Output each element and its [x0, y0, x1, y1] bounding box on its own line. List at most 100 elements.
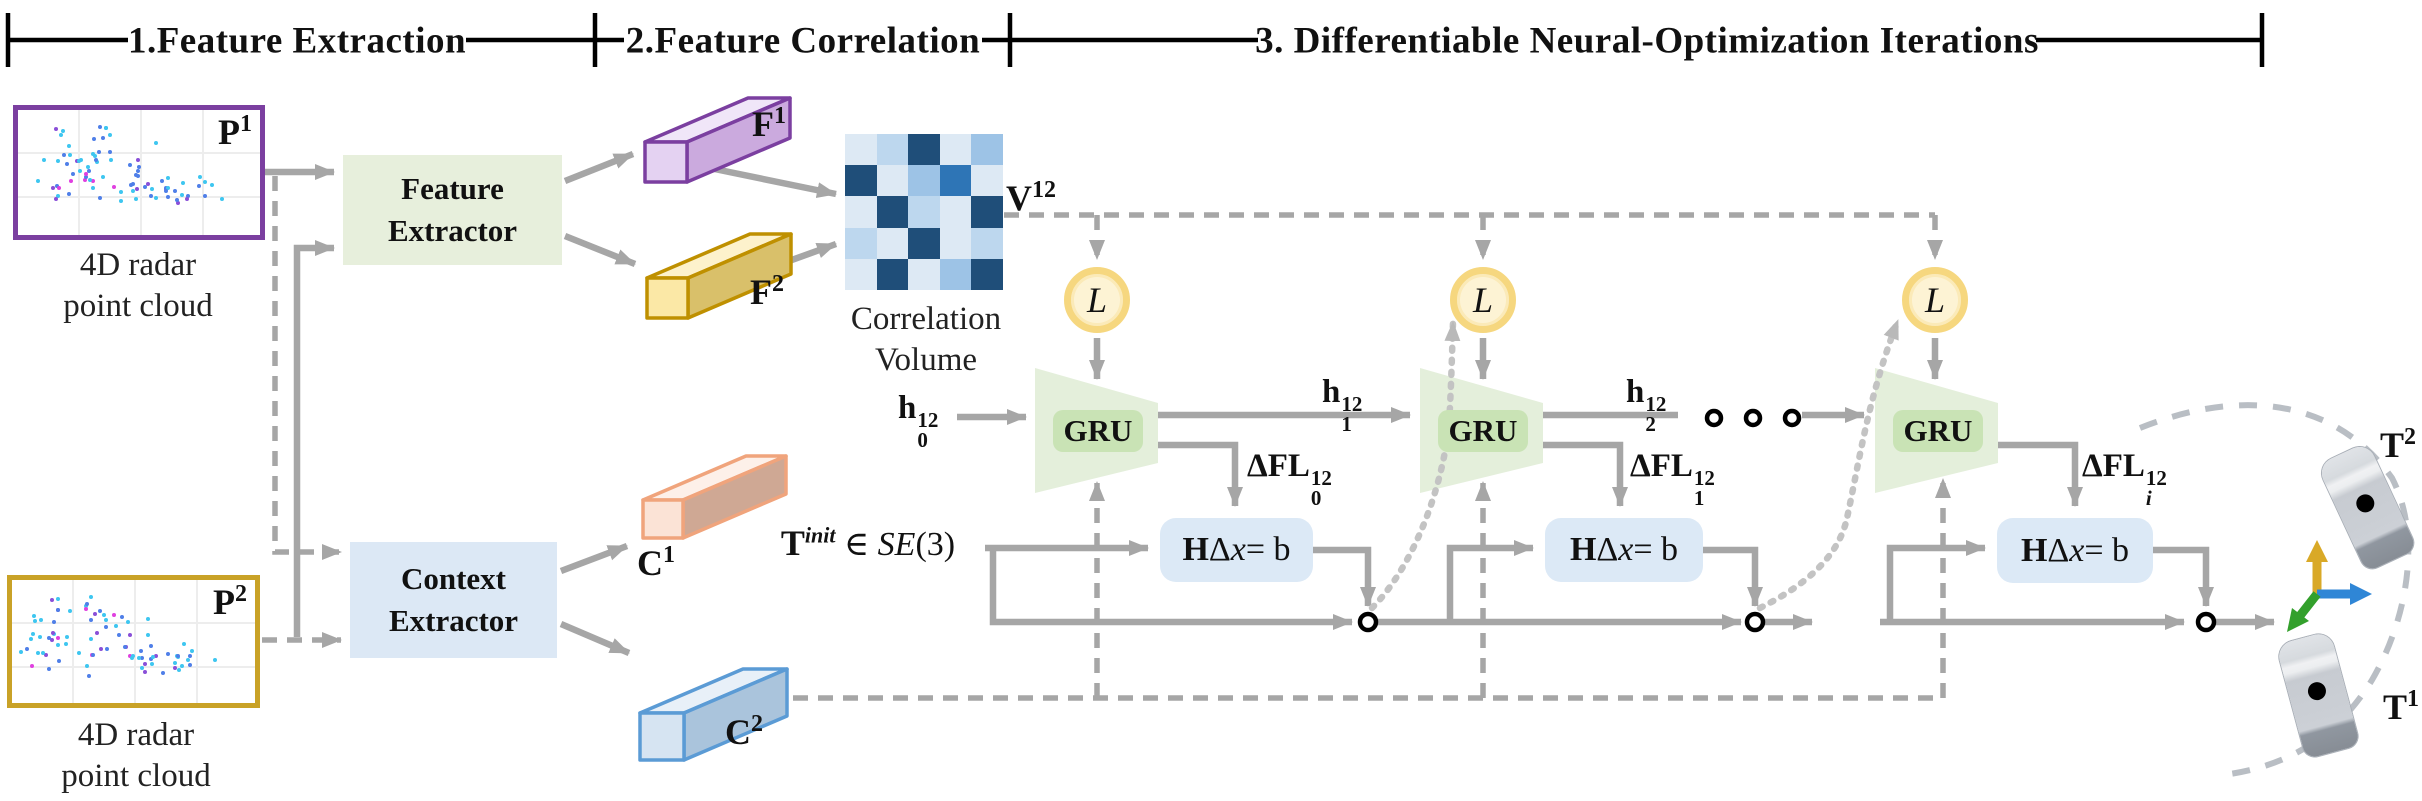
correlation-cell: [939, 196, 972, 228]
radar-point: [128, 163, 132, 167]
radar-point: [71, 172, 75, 176]
radar-point: [166, 195, 170, 199]
lookup-operator-1: L: [1064, 267, 1130, 333]
t-init-label: Tinit ∈ SE(3): [780, 522, 956, 563]
radar-point: [188, 663, 192, 667]
radar-point: [176, 201, 180, 205]
dashed-connectors: [262, 176, 1951, 701]
radar-point: [154, 196, 158, 200]
correlation-volume-matrix: [845, 134, 1003, 290]
radar-point: [59, 133, 63, 137]
correlation-cell: [971, 165, 1003, 197]
radar-point: [36, 651, 40, 655]
radar-point: [150, 662, 154, 666]
radar-point: [149, 657, 153, 661]
radar-point: [89, 637, 93, 641]
radar-point: [62, 153, 66, 157]
radar-point: [137, 656, 141, 660]
connector-arrows: [265, 150, 2275, 656]
gru-block-3: GRU: [1893, 410, 1983, 452]
section-3-title: 3. Differentiable Neural-Optimization It…: [1255, 20, 2039, 62]
radar-point: [85, 602, 89, 606]
correlation-cell: [876, 227, 909, 259]
radar-point: [56, 597, 60, 601]
context-bar-c2: [638, 667, 789, 762]
radar-point: [57, 659, 61, 663]
radar-point: [94, 158, 98, 162]
correlation-cell: [876, 165, 909, 197]
radar-point: [38, 635, 42, 639]
radar-point: [154, 141, 158, 145]
radar-point: [67, 144, 71, 148]
section-1-title: 1.Feature Extraction: [127, 20, 467, 62]
c2-label: C2: [725, 711, 763, 752]
radar-point: [68, 609, 72, 613]
radar-point: [175, 198, 179, 202]
radar-point: [108, 150, 112, 154]
radar-point: [42, 158, 46, 162]
radar-point: [36, 179, 40, 183]
correlation-cell: [971, 196, 1003, 228]
radar-point: [95, 631, 99, 635]
radar-point: [126, 620, 130, 624]
radar-point: [109, 158, 113, 162]
radar-point: [93, 612, 97, 616]
radar-point: [123, 645, 127, 649]
radar-point: [91, 152, 95, 156]
radar-point: [146, 617, 150, 621]
radar-point: [56, 636, 60, 640]
radar-point: [117, 633, 121, 637]
radar-point: [56, 643, 60, 647]
f1-label: F1: [752, 103, 786, 144]
radar-point: [173, 666, 177, 670]
radar-point: [150, 187, 154, 191]
radar-point: [146, 633, 150, 637]
feature-bar-f2: [645, 232, 793, 320]
radar-point: [166, 176, 170, 180]
radar-point: [143, 662, 147, 666]
radar-point: [151, 655, 155, 659]
radar-point: [140, 666, 144, 670]
radar-point: [50, 598, 54, 602]
radar-point: [180, 664, 184, 668]
correlation-cell: [971, 227, 1003, 259]
radar-point: [166, 186, 170, 190]
radar-point: [98, 125, 102, 129]
radar-point: [136, 169, 140, 173]
radar-point: [177, 668, 181, 672]
radar-point: [97, 150, 101, 154]
radar-point: [29, 637, 33, 641]
radar-point: [182, 642, 186, 646]
radar-point: [112, 613, 116, 617]
radar-point: [190, 649, 194, 653]
radar-point: [101, 136, 105, 140]
radar-point: [102, 613, 106, 617]
radar-point: [112, 185, 116, 189]
radar-point: [137, 165, 141, 169]
radar-point: [149, 194, 153, 198]
radar-point: [31, 632, 35, 636]
radar-point: [101, 175, 105, 179]
radar-point: [186, 658, 190, 662]
radar-point: [98, 196, 102, 200]
t2-label: T2: [2380, 424, 2417, 465]
radar-point: [54, 197, 58, 201]
radar-point: [65, 635, 69, 639]
radar-point: [143, 670, 147, 674]
coordinate-axes: [2287, 540, 2372, 632]
radar-point: [188, 654, 192, 658]
radar-point: [84, 604, 88, 608]
radar-point: [87, 169, 91, 173]
radar-point: [128, 633, 132, 637]
v12-label: V12: [1006, 177, 1056, 218]
radar-point: [119, 199, 123, 203]
radar-point: [180, 193, 184, 197]
radar-point: [68, 153, 72, 157]
radar-point: [120, 615, 124, 619]
correlation-cell: [939, 258, 972, 290]
radar-point: [92, 137, 96, 141]
